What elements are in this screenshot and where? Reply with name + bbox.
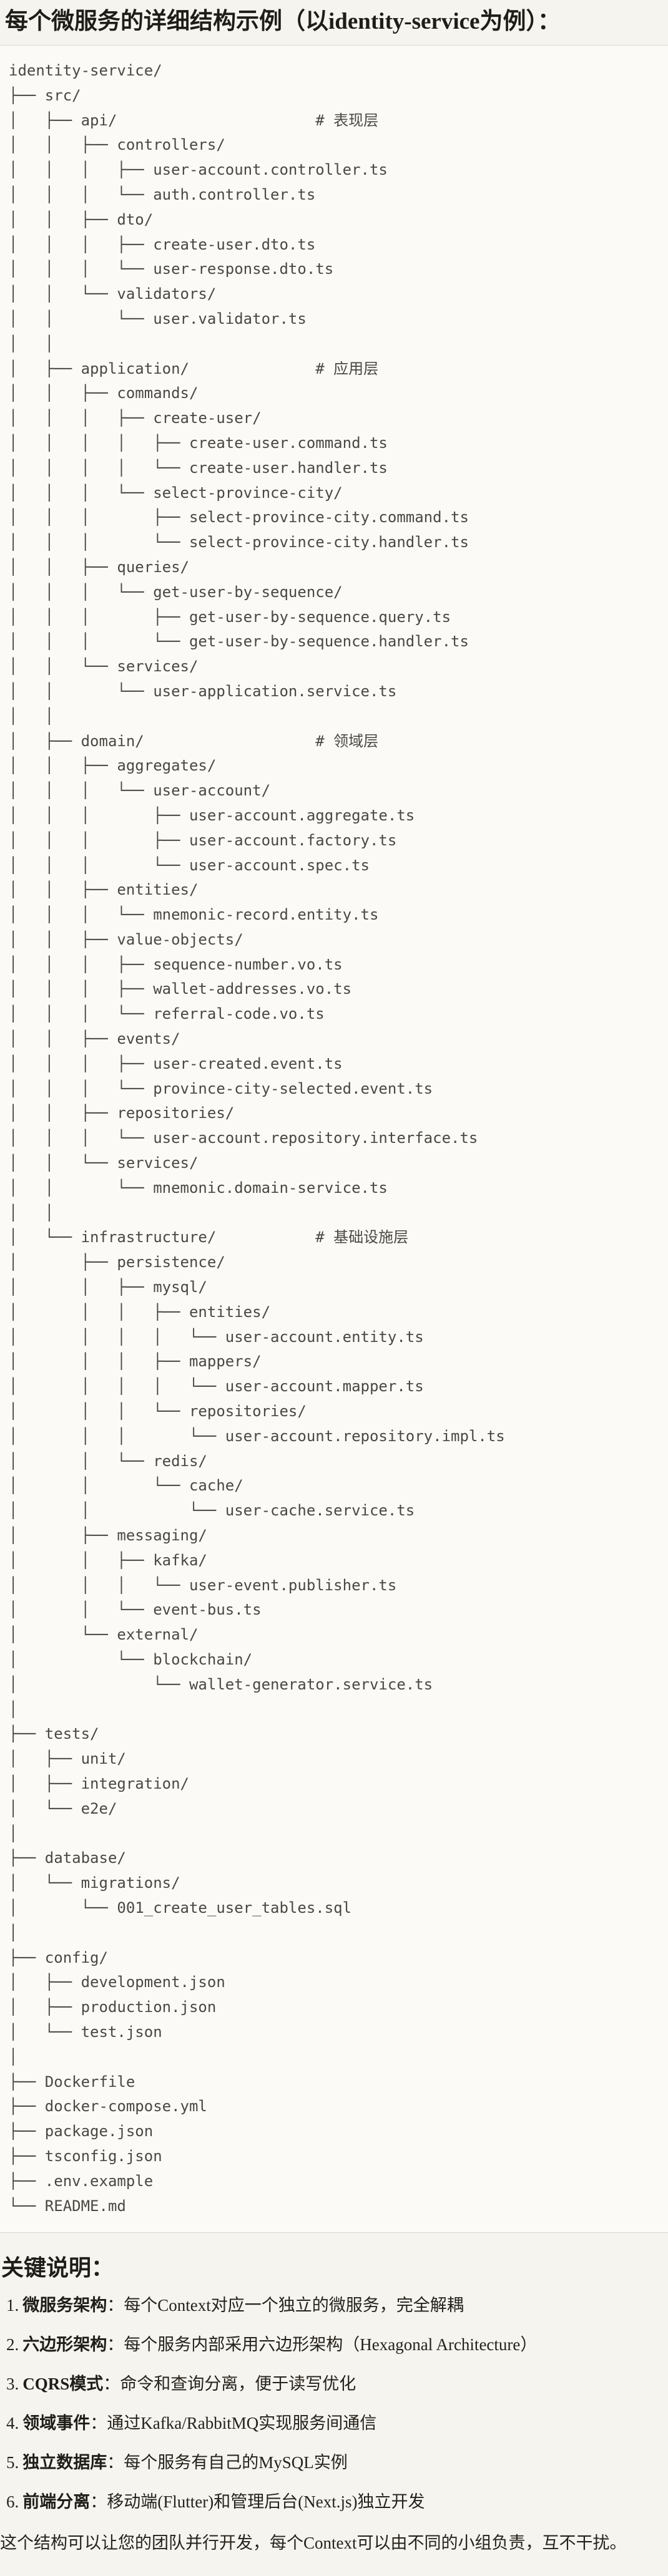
note-text: ：命令和查询分离，便于读写优化: [103, 2374, 356, 2394]
note-label: 微服务架构: [22, 2296, 107, 2315]
code-block: identity-service/ ├── src/ │ ├── api/ # …: [0, 45, 668, 2233]
note-number: 2.: [6, 2335, 19, 2355]
note-item: 5.独立数据库：每个服务有自己的MySQL实例: [6, 2452, 668, 2473]
note-number: 1.: [6, 2296, 19, 2315]
note-number: 4.: [6, 2414, 19, 2433]
page-title: 每个微服务的详细结构示例（以identity-service为例）：: [5, 9, 561, 34]
note-label: 前端分离: [22, 2492, 91, 2512]
document: 每个微服务的详细结构示例（以identity-service为例）： ident…: [0, 7, 668, 2576]
note-item: 3.CQRS模式：命令和查询分离，便于读写优化: [6, 2373, 668, 2394]
note-label: CQRS模式: [22, 2374, 104, 2394]
closing-paragraph: 这个结构可以让您的团队并行开发，每个Context可以由不同的小组负责，互不干扰…: [0, 2534, 627, 2553]
note-item: 1.微服务架构：每个Context对应一个独立的微服务，完全解耦: [6, 2295, 668, 2316]
note-label: 六边形架构: [22, 2335, 107, 2355]
note-label: 独立数据库: [22, 2453, 107, 2472]
note-text: ：每个Context对应一个独立的微服务，完全解耦: [107, 2296, 464, 2315]
note-item: 2.六边形架构：每个服务内部采用六边形架构（Hexagonal Architec…: [6, 2334, 668, 2355]
note-number: 5.: [6, 2453, 19, 2472]
note-item: 6.前端分离：移动端(Flutter)和管理后台(Next.js)独立开发: [6, 2491, 668, 2512]
note-text: ：每个服务有自己的MySQL实例: [107, 2453, 348, 2472]
file-tree: identity-service/ ├── src/ │ ├── api/ # …: [9, 62, 505, 2215]
notes-heading: 关键说明：: [1, 2255, 114, 2281]
note-number: 6.: [6, 2492, 19, 2512]
note-label: 领域事件: [22, 2414, 91, 2433]
note-text: ：每个服务内部采用六边形架构（Hexagonal Architecture）: [107, 2335, 538, 2355]
note-number: 3.: [6, 2374, 19, 2394]
note-item: 4.领域事件：通过Kafka/RabbitMQ实现服务间通信: [6, 2413, 668, 2434]
note-text: ：移动端(Flutter)和管理后台(Next.js)独立开发: [90, 2492, 425, 2512]
note-text: ：通过Kafka/RabbitMQ实现服务间通信: [90, 2414, 377, 2433]
